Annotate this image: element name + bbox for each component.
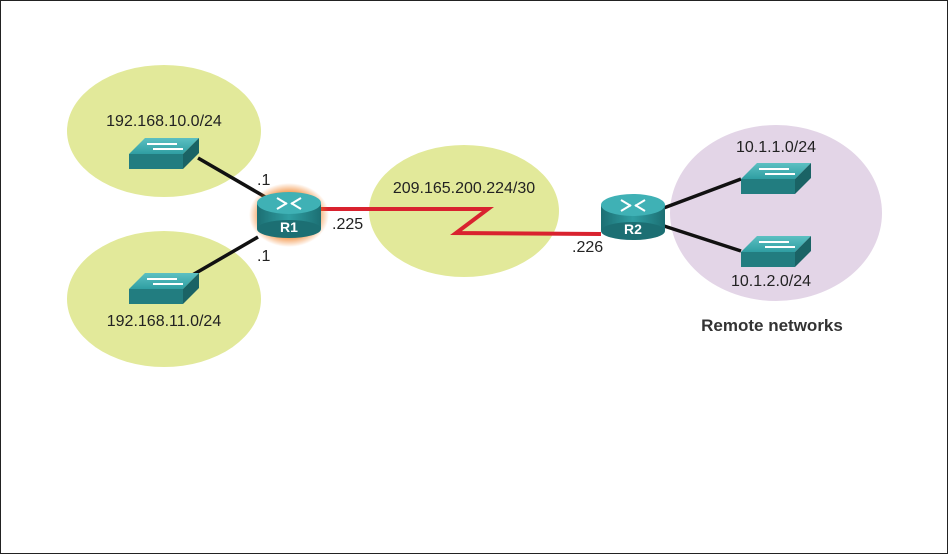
lan1-network-area: [67, 65, 261, 197]
remote2-network-label: 10.1.2.0/24: [731, 273, 811, 290]
serial-link: [319, 207, 602, 236]
r1-lan1-interface-label: .1: [257, 172, 270, 189]
link-r2-remote1: [660, 177, 742, 211]
switch-lan2-icon: [129, 273, 199, 304]
remote1-network-label: 10.1.1.0/24: [736, 139, 816, 156]
router-r2-icon: R2: [601, 194, 665, 240]
router-r2-label: R2: [624, 221, 642, 237]
link-r1-lan2: [188, 235, 259, 279]
switch-lan1-icon: [129, 138, 199, 169]
r2-wan-interface-label: .226: [572, 239, 603, 256]
router-r1-label: R1: [280, 219, 298, 235]
lan2-network-label: 192.168.11.0/24: [107, 313, 222, 330]
switch-remote1-icon: [741, 163, 811, 194]
router-r1-icon: R1: [249, 183, 329, 247]
lan1-network-label: 192.168.10.0/24: [106, 113, 222, 130]
remote-network-area: [670, 125, 882, 301]
remote-networks-caption: Remote networks: [701, 316, 843, 335]
r1-lan2-interface-label: .1: [257, 248, 270, 265]
r1-wan-interface-label: .225: [332, 216, 363, 233]
wan-network-label: 209.165.200.224/30: [393, 180, 535, 197]
switch-remote2-icon: [741, 236, 811, 267]
link-r2-remote2: [660, 223, 742, 253]
link-r1-lan1: [197, 156, 268, 200]
